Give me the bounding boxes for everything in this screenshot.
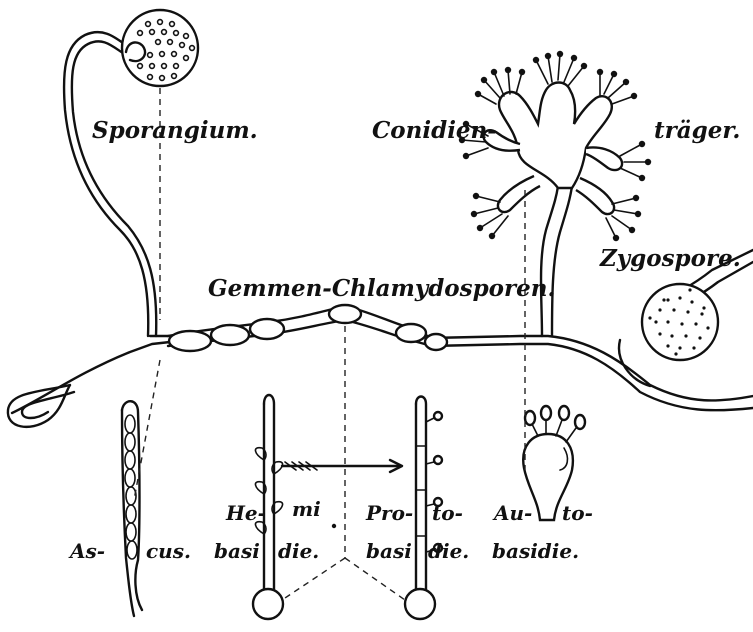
label-auto-2: to- [562, 501, 593, 525]
ascus-spores [125, 415, 137, 559]
label-traeger: träger. [654, 117, 740, 144]
label-ascus-2: cus. [146, 539, 191, 563]
label-hemi-3: basi [214, 539, 260, 563]
ascus [122, 401, 142, 616]
label-proto-1: Pro- [365, 501, 413, 525]
label-ascus-1: As- [68, 539, 105, 563]
label-proto-3: basi [366, 539, 412, 563]
mark-dot [332, 524, 336, 528]
label-hemi-4: die. [278, 539, 319, 563]
label-hemi-2: mi [292, 497, 321, 521]
chlamydospore-chain [168, 305, 447, 351]
main-hypha [12, 336, 753, 413]
label-zygospore: Zygospore. [599, 245, 741, 272]
label-conidien: Conidien- [372, 117, 497, 144]
label-proto-4: die. [428, 539, 469, 563]
label-hemi-1: He- [225, 501, 266, 525]
label-auto-1: Au- [492, 501, 532, 525]
label-proto-2: to- [432, 501, 463, 525]
basal-loop [8, 385, 74, 427]
development-arrow [282, 460, 402, 472]
label-auto-3: basidie. [492, 539, 579, 563]
label-gemmen-chlamydosporen: Gemmen-Chlamydosporen. [208, 275, 556, 302]
sporangium-head [122, 10, 198, 86]
label-sporangium: Sporangium. [92, 117, 258, 144]
